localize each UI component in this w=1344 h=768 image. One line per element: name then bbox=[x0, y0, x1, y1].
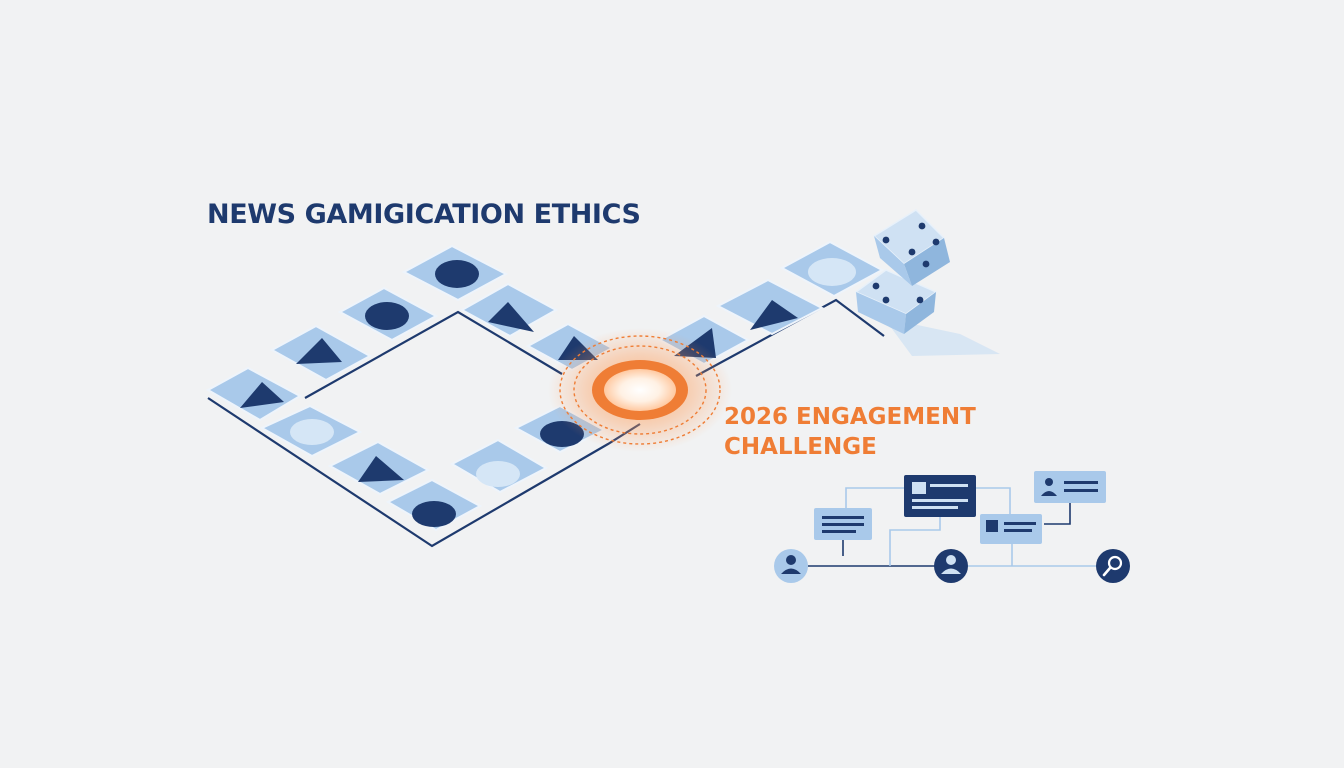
board-tile bbox=[715, 278, 825, 336]
user-icon bbox=[774, 549, 808, 583]
board-path-right bbox=[695, 298, 885, 377]
triangle-marker bbox=[750, 300, 798, 330]
triangle-marker bbox=[488, 302, 534, 332]
die-top bbox=[872, 209, 950, 286]
network-diagram bbox=[774, 471, 1130, 583]
board-tile bbox=[779, 240, 885, 298]
board-path-inner bbox=[304, 310, 563, 399]
circle-marker bbox=[435, 260, 479, 288]
content-card bbox=[904, 475, 976, 517]
user-icon bbox=[934, 549, 968, 583]
search-icon bbox=[1096, 549, 1130, 583]
triangle-marker bbox=[358, 456, 404, 482]
board-tile bbox=[269, 324, 373, 382]
faded-circle-marker bbox=[476, 461, 520, 487]
board-tile bbox=[385, 478, 483, 532]
dice bbox=[854, 209, 1000, 356]
board-tile bbox=[259, 404, 363, 458]
content-card bbox=[980, 514, 1042, 544]
triangle-marker bbox=[240, 382, 284, 408]
dice-shadow bbox=[884, 318, 1000, 356]
board-tile bbox=[205, 366, 303, 422]
target-node bbox=[548, 328, 732, 452]
board-tile bbox=[459, 282, 559, 338]
faded-circle-marker bbox=[290, 419, 334, 445]
content-card bbox=[814, 508, 872, 540]
challenge-label-line-1: 2026 ENGAGEMENT bbox=[724, 404, 976, 430]
board-tile bbox=[327, 440, 431, 496]
triangle-marker bbox=[296, 338, 342, 364]
die-bottom bbox=[854, 269, 938, 334]
challenge-label: 2026 ENGAGEMENT CHALLENGE bbox=[724, 402, 976, 462]
faded-circle-marker bbox=[808, 258, 856, 286]
circle-marker bbox=[412, 501, 456, 527]
board-tiles bbox=[205, 240, 885, 532]
page-title: NEWS GAMIGICATION ETHICS bbox=[207, 199, 641, 230]
board-tile bbox=[449, 438, 549, 494]
board-tile bbox=[401, 244, 509, 302]
profile-card bbox=[1034, 471, 1106, 503]
board-tile bbox=[337, 286, 439, 342]
circle-marker bbox=[365, 302, 409, 330]
challenge-label-line-2: CHALLENGE bbox=[724, 434, 877, 460]
